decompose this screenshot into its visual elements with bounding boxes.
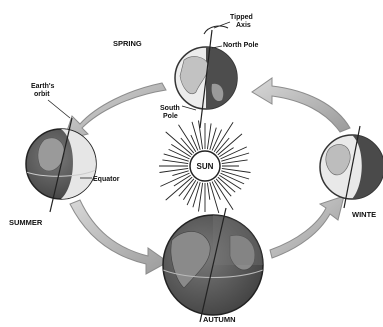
earths-orbit-label-line1: Earth's bbox=[31, 83, 55, 90]
sun-ray bbox=[162, 160, 188, 164]
tipped-axis-label-line1: Tipped bbox=[230, 14, 253, 21]
sun-label: SUN bbox=[197, 162, 214, 171]
earths-orbit-label-line2: orbit bbox=[34, 91, 50, 98]
orbit-arrow-autumn-to-winter bbox=[270, 196, 344, 258]
sun-ray bbox=[164, 154, 189, 161]
equator-label: Equator bbox=[93, 176, 120, 183]
sun-ray bbox=[214, 122, 233, 151]
orbit-arrow-summer-to-autumn bbox=[70, 200, 168, 274]
tipped-axis-pointer bbox=[214, 22, 230, 28]
sun-ray bbox=[210, 128, 217, 150]
sun-ray bbox=[207, 123, 211, 149]
sun-ray bbox=[166, 177, 193, 200]
sun-ray bbox=[193, 182, 200, 207]
earth-autumn bbox=[163, 208, 263, 322]
sun-ray bbox=[207, 183, 209, 200]
summer-label: SUMMER bbox=[9, 218, 43, 227]
winter-label: WINTE bbox=[352, 210, 376, 219]
sun-ray bbox=[222, 160, 248, 164]
spring-label: SPRING bbox=[113, 39, 142, 48]
sun-ray bbox=[218, 134, 242, 155]
orbit-arrow-winter-to-spring bbox=[252, 78, 350, 132]
autumn-label: AUTUMN bbox=[203, 315, 236, 324]
orbit-arrow-spring-to-summer bbox=[64, 83, 166, 140]
earth-winter bbox=[320, 126, 383, 208]
orbit-pointer bbox=[48, 100, 70, 118]
north-pole-pointer bbox=[212, 46, 222, 48]
south-pole-label-line1: South bbox=[160, 105, 180, 112]
tipped-axis-label-line2: Axis bbox=[236, 22, 251, 29]
sun: SUN bbox=[159, 121, 251, 214]
north-pole-label: North Pole bbox=[223, 42, 258, 49]
sun-ray bbox=[166, 132, 193, 155]
south-pole-label-line2: Pole bbox=[163, 113, 178, 120]
